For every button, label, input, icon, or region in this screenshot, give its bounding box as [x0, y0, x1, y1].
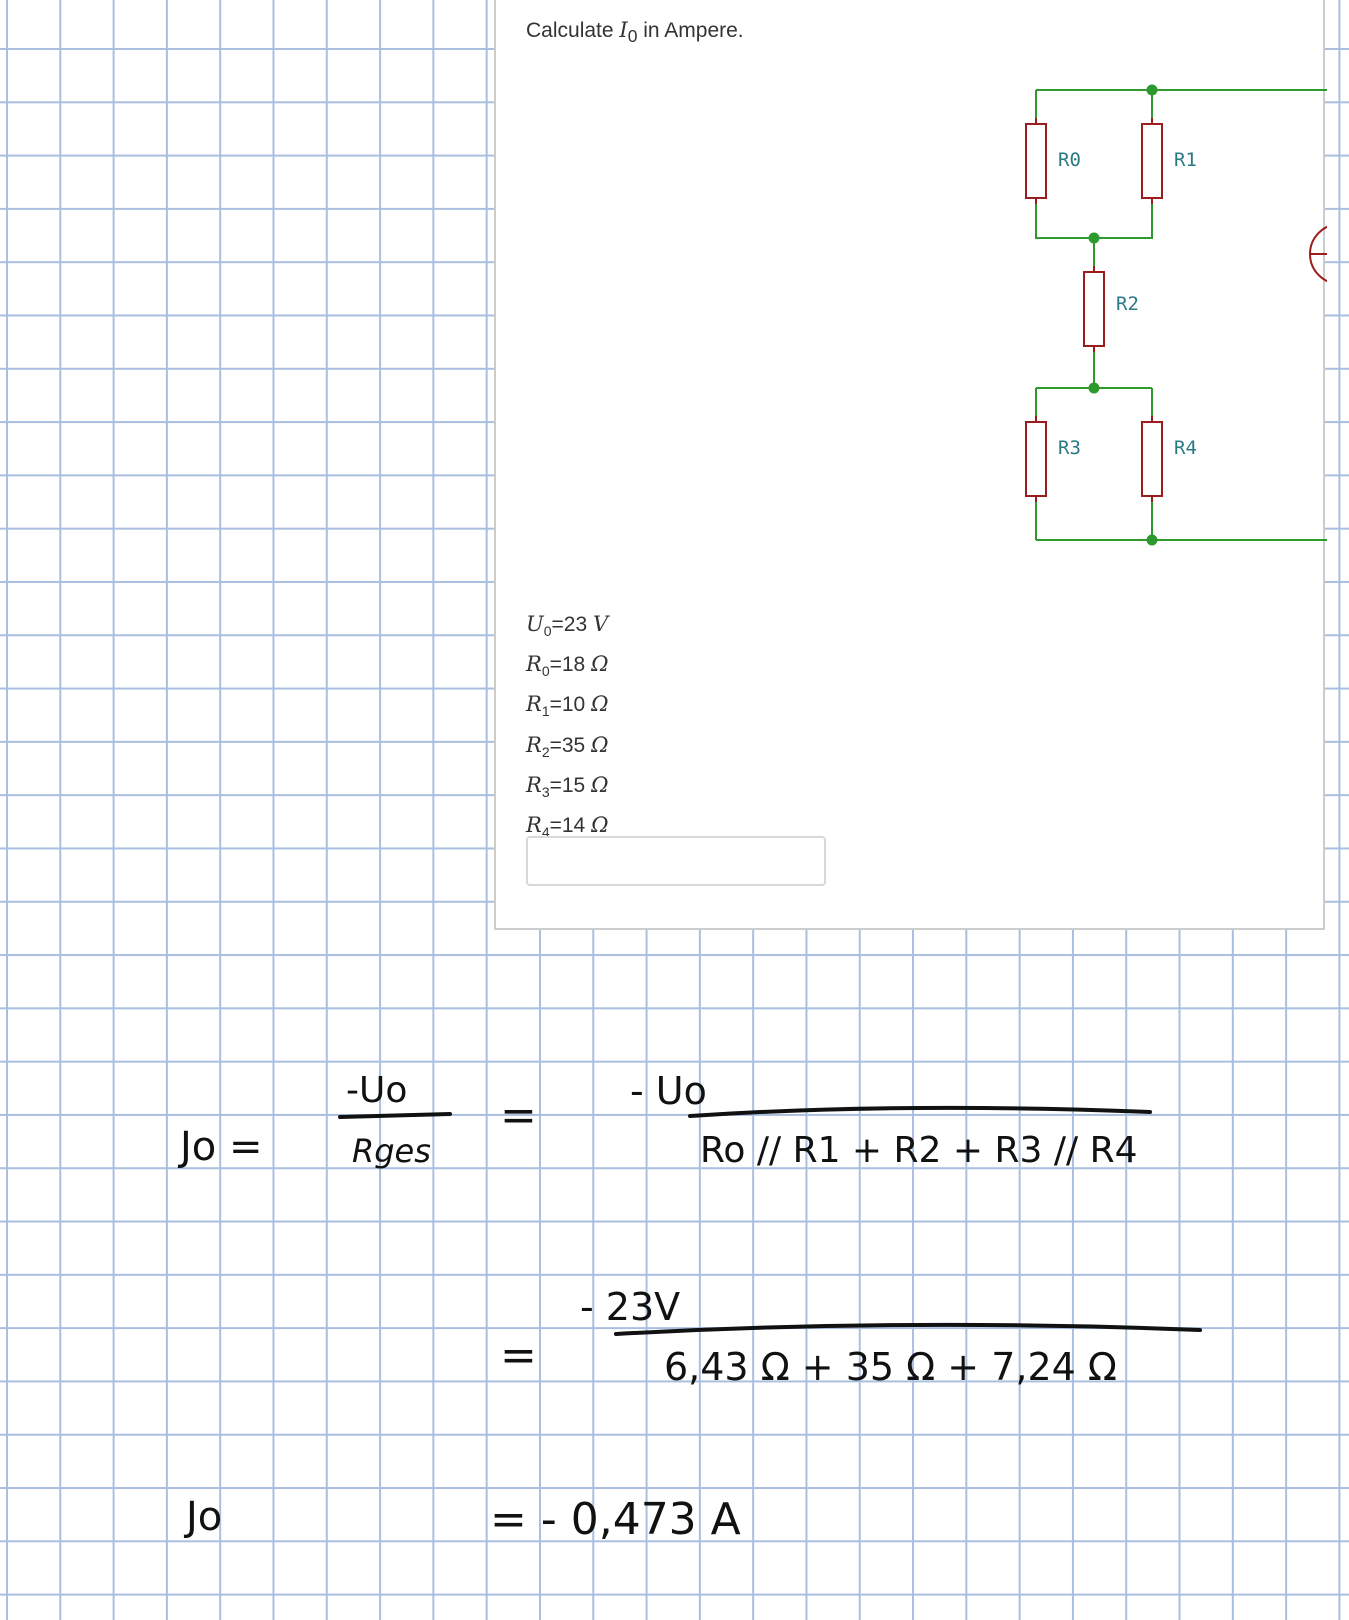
question-prefix: Calculate	[526, 19, 620, 42]
param-r3: R3=15 Ω	[526, 772, 609, 800]
junction-node	[1146, 534, 1158, 546]
junction-node	[1146, 84, 1158, 96]
hw-frac2-num: - Uo	[630, 1069, 707, 1113]
question-card: Calculate I0 in Ampere. R0 R1 R2 R3 R4 U…	[494, 0, 1327, 930]
wire-segment	[1036, 89, 1327, 541]
question-variable: I	[619, 18, 628, 42]
r3-label: R3	[1058, 437, 1081, 459]
param-r2: R2=35 Ω	[526, 732, 609, 760]
circuit-diagram: R0 R1 R2 R3 R4 U0 I0	[1025, 84, 1327, 546]
hw-frac1-bar	[338, 1112, 452, 1119]
hw-eq1: =	[500, 1090, 537, 1141]
hw-frac2-bar	[688, 1105, 1152, 1118]
question-text: Calculate I0 in Ampere.	[526, 18, 744, 47]
answer-input[interactable]	[526, 836, 826, 886]
r4-label: R4	[1174, 437, 1197, 459]
hw-frac1-den: Rges	[352, 1132, 431, 1170]
hw-frac2-den: Ro // R1 + R2 + R3 // R4	[700, 1130, 1137, 1171]
param-r4: R4=14 Ω	[526, 812, 609, 841]
hw-frac1-num: -Uo	[346, 1070, 407, 1111]
hw-i0-lhs: Jo =	[177, 1124, 263, 1170]
param-r1: R1=10 Ω	[526, 692, 609, 720]
junction-node	[1088, 232, 1100, 244]
hw-line2-den: 6,43 Ω + 35 Ω + 7,24 Ω	[664, 1345, 1117, 1389]
r0-label: R0	[1058, 149, 1081, 171]
param-u0: U0=23 V	[526, 612, 609, 640]
r2-label: R2	[1116, 293, 1139, 315]
junction-node	[1088, 382, 1100, 394]
param-r0: R0=18 Ω	[526, 652, 609, 680]
parameter-list: U0=23 V R0=18 Ω R1=10 Ω R2=35 Ω R3=15 Ω …	[526, 608, 609, 849]
hw-line2-bar	[614, 1322, 1202, 1336]
question-suffix: in Ampere.	[637, 19, 744, 42]
hw-i0-result-lhs: Jo	[183, 1494, 222, 1540]
hw-line2-num: - 23V	[580, 1285, 680, 1329]
hw-eq2: =	[500, 1330, 537, 1381]
hw-result: = - 0,473 A	[490, 1494, 741, 1545]
r1-label: R1	[1174, 149, 1197, 171]
question-variable-subscript: 0	[627, 26, 638, 47]
